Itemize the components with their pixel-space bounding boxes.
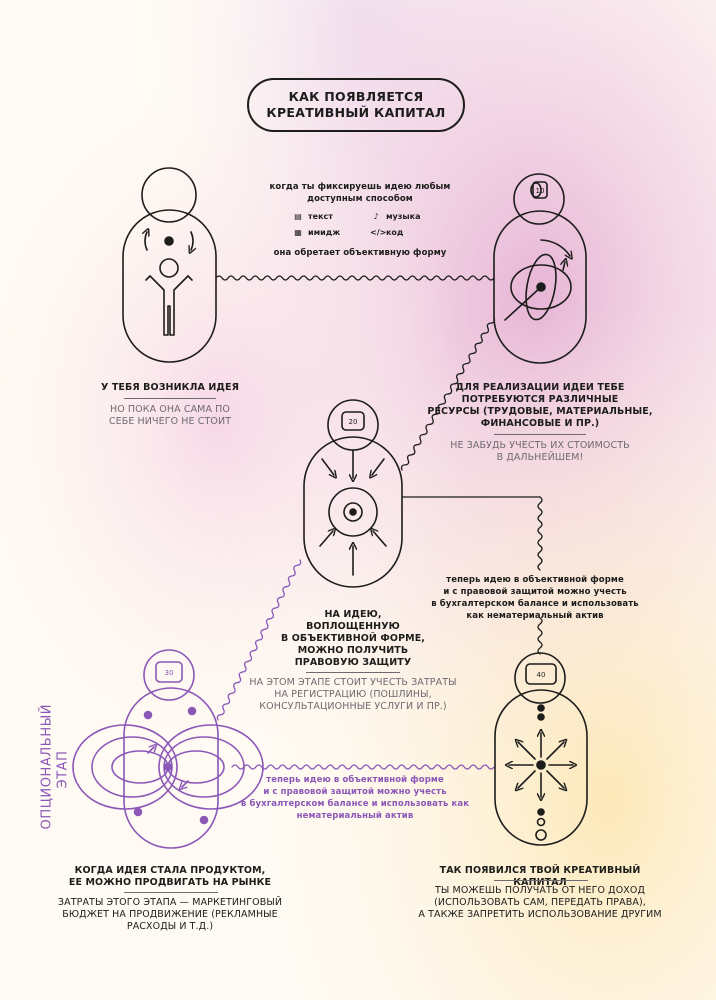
stage5-figure [494, 652, 588, 846]
title-line-1: КАК ПОЯВЛЯЕТСЯ [288, 89, 424, 104]
stage4-note-line-2: БЮДЖЕТ НА ПРОДВИЖЕНИЕ (РЕКЛАМНЫЕ [62, 909, 278, 920]
connector-to-capital [537, 617, 543, 655]
asset-note-purple-line-4: нематериальный актив [296, 811, 414, 821]
connector-protection-to-optional [216, 559, 302, 721]
connector-idea-to-resources [215, 275, 495, 281]
asset-note-line-3: в бухгалтерском балансе и использовать [431, 599, 639, 609]
stage3-heading-line-2: ВОПЛОЩЕННУЮ [306, 621, 400, 632]
stage2-coin-value: 10 [535, 187, 545, 195]
file-icon: ▤ [294, 212, 302, 221]
stage2-heading-line-3: РЕСУРСЫ (ТРУДОВЫЕ, МАТЕРИАЛЬНЫЕ, [427, 406, 653, 417]
stage2-divider [494, 434, 586, 435]
fix-note-line-1: когда ты фиксируешь идею любым [269, 182, 451, 192]
stage2-heading-line-2: ПОТРЕБУЮТСЯ РАЗЛИЧНЫЕ [461, 394, 619, 405]
fix-note-result: она обретает объективную форму [273, 248, 447, 258]
stage1-heading: У ТЕБЯ ВОЗНИКЛА ИДЕЯ [101, 382, 239, 393]
stage4-heading-line-1: КОГДА ИДЕЯ СТАЛА ПРОДУКТОМ, [74, 865, 266, 876]
stage3-note-line-1: НА ЭТОМ ЭТАПЕ СТОИТ УЧЕСТЬ ЗАТРАТЫ [249, 677, 457, 688]
stage4-coin-value: 30 [164, 669, 174, 677]
stage3-heading-line-3: В ОБЪЕКТИВНОЙ ФОРМЕ, [280, 633, 425, 644]
stage5-coin-value: 40 [536, 671, 546, 679]
optional-stage-label: ОПЦИОНАЛЬНЫЙ ЭТАП [33, 700, 73, 840]
asset-note-purple-line-1: теперь идею в объективной форме [266, 775, 444, 785]
stage3-note-line-2: НА РЕГИСТРАЦИЮ (ПОШЛИНЫ, [274, 689, 432, 700]
stage2-figure [493, 173, 587, 364]
stage4-note-line-3: РАСХОДЫ И Т.Д.) [126, 921, 214, 932]
media-item-text: ▤текст [292, 212, 333, 222]
media-item-code: </>код [370, 228, 404, 237]
stage5-note-line-1: ТЫ МОЖЕШЬ ПОЛУЧАТЬ ОТ НЕГО ДОХОД [435, 885, 645, 896]
stage1-divider [124, 398, 216, 399]
stage3-note-line-3: КОНСУЛЬТАЦИОННЫЕ УСЛУГИ И ПР.) [259, 701, 447, 712]
stage2-note-line-1: НЕ ЗАБУДЬ УЧЕСТЬ ИХ СТОИМОСТЬ [450, 440, 630, 451]
stage3-divider [306, 672, 400, 673]
stage3-coin-value: 20 [348, 418, 358, 426]
connector-resources-to-protection [400, 317, 496, 471]
stage4-heading-line-2: ЕЕ МОЖНО ПРОДВИГАТЬ НА РЫНКЕ [68, 877, 272, 888]
stage2-heading-line-4: ФИНАНСОВЫЕ И ПР.) [480, 418, 600, 429]
title-badge: КАК ПОЯВЛЯЕТСЯ КРЕАТИВНЫЙ КАПИТАЛ [247, 78, 465, 132]
asset-note-line-4: как нематериальный актив [466, 611, 604, 621]
stage3-figure [303, 399, 403, 588]
connector-protection-down [537, 496, 543, 571]
stage1-note-line-1: НО ПОКА ОНА САМА ПО [109, 404, 231, 415]
connector-lines [215, 275, 543, 770]
stage1-figure [122, 167, 217, 363]
asset-note-purple-line-2: и с правовой защитой можно учесть [263, 787, 447, 797]
stage5-note-line-2: (ИСПОЛЬЗОВАТЬ САМ, ПЕРЕДАТЬ ПРАВА), [434, 897, 646, 908]
connector-optional-to-capital [231, 764, 495, 770]
stage5-divider [494, 880, 588, 881]
coin-stack-icon [530, 181, 548, 199]
stage5-note-line-3: А ТАКЖЕ ЗАПРЕТИТЬ ИСПОЛЬЗОВАНИЕ ДРУГИМ [418, 909, 662, 920]
stage4-figure [72, 649, 264, 849]
stage5-heading: ТАК ПОЯВИЛСЯ ТВОЙ КРЕАТИВНЫЙ КАПИТАЛ [439, 865, 641, 888]
optional-label-line-2: ЭТАП [55, 750, 71, 789]
stage3-heading-line-5: ПРАВОВУЮ ЗАЩИТУ [294, 657, 412, 668]
title-line-2: КРЕАТИВНЫЙ КАПИТАЛ [266, 105, 446, 120]
stage2-heading-line-1: ДЛЯ РЕАЛИЗАЦИИ ИДЕИ ТЕБЕ [455, 382, 625, 393]
image-icon: ▦ [294, 228, 302, 237]
asset-note-purple-line-3: в бухгалтерском балансе и использовать к… [240, 799, 470, 809]
stage4-divider [124, 892, 218, 893]
media-item-image: ▦имидж [292, 228, 340, 238]
fix-note-line-2: доступным способом [307, 194, 413, 204]
code-icon: </> [370, 228, 387, 237]
asset-note-line-2: и с правовой защитой можно учесть [443, 587, 627, 597]
stage4-note-line-1: ЗАТРАТЫ ЭТОГО ЭТАПА — МАРКЕТИНГОВЫЙ [57, 897, 283, 908]
stage1-note-line-2: СЕБЕ НИЧЕГО НЕ СТОИТ [108, 416, 232, 427]
media-item-music: ♪музыка [370, 212, 420, 222]
asset-note-line-1: теперь идею в объективной форме [446, 575, 624, 585]
optional-label-line-1: ОПЦИОНАЛЬНЫЙ [39, 703, 55, 830]
stage3-heading-line-4: МОЖНО ПОЛУЧИТЬ [297, 645, 409, 656]
music-note-icon: ♪ [373, 212, 379, 221]
stage2-note-line-2: В ДАЛЬНЕЙШЕМ! [496, 452, 584, 463]
stage3-heading-line-1: НА ИДЕЮ, [324, 609, 382, 620]
